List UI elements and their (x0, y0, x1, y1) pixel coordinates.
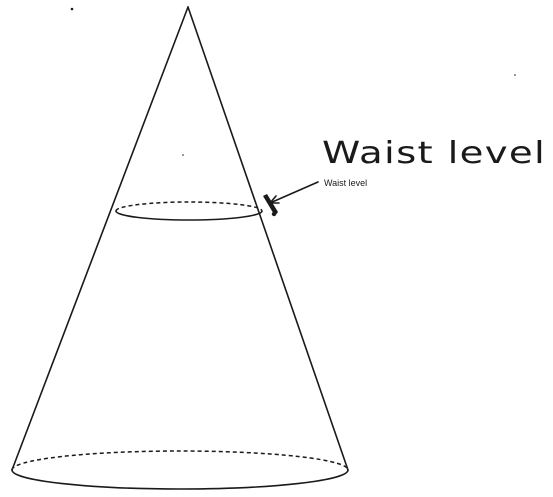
waist-pointer-arrow (269, 181, 319, 204)
pen-mark-icon (263, 194, 278, 216)
waist-level-printed-label: Waist level (324, 178, 367, 188)
base-ellipse-back (11, 450, 349, 471)
base-ellipse-front (11, 469, 349, 490)
waist-ellipse-front (115, 210, 263, 221)
cone-right-side (187, 6, 349, 471)
waist-ellipse-back (115, 201, 263, 212)
speck-mark (182, 154, 184, 156)
waist-level-handwritten-label: Waist level (322, 136, 546, 171)
cone-left-side (11, 6, 189, 471)
speck-mark (70, 7, 74, 11)
pen-mark-dot (271, 211, 277, 217)
speck-mark (514, 74, 516, 76)
